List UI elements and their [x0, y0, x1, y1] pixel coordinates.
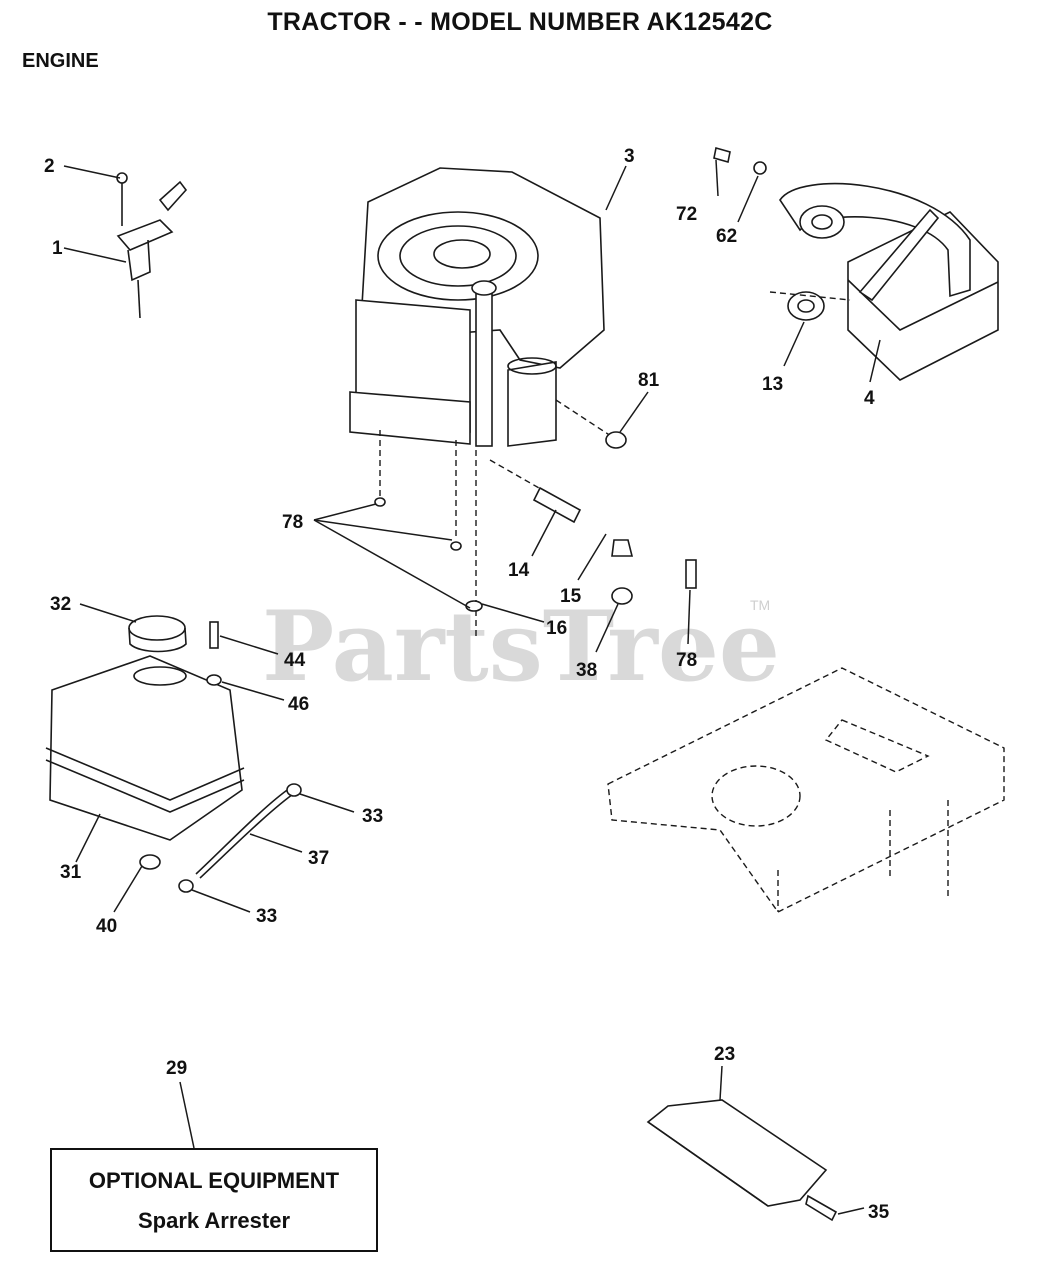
callout-62: 62 [716, 226, 737, 247]
watermark-text: PartsTree [262, 590, 780, 703]
optional-equipment-heading: OPTIONAL EQUIPMENT [88, 1168, 340, 1193]
throttle-control-part[interactable] [116, 172, 188, 319]
callout-35: 35 [868, 1202, 890, 1223]
callout-2: 2 [44, 156, 55, 177]
callout-13: 13 [762, 374, 783, 395]
callout-1: 1 [52, 238, 63, 259]
callout-37: 37 [308, 848, 329, 869]
callout-labels: 2 1 3 72 62 13 4 81 78 14 15 16 38 78 32… [44, 146, 890, 1223]
callout-14: 14 [508, 560, 530, 581]
heat-shield-part[interactable] [646, 1099, 838, 1222]
callout-44: 44 [284, 650, 306, 671]
callout-78-frame: 78 [676, 650, 697, 671]
callout-4: 4 [864, 388, 875, 409]
callout-46: 46 [288, 694, 309, 715]
tractor-frame-part [607, 667, 1005, 913]
callout-33-bottom: 33 [256, 906, 277, 927]
callout-3: 3 [624, 146, 635, 167]
callout-29: 29 [166, 1058, 187, 1079]
watermark-trademark: TM [750, 597, 770, 613]
page-title: TRACTOR - - MODEL NUMBER AK12542C [267, 8, 773, 36]
callout-40: 40 [96, 916, 117, 937]
callout-31: 31 [60, 862, 82, 883]
leader-lines [63, 159, 881, 1215]
callout-32: 32 [50, 594, 71, 615]
fuel-tank-part[interactable] [45, 615, 302, 893]
callout-81: 81 [638, 370, 660, 391]
hardware-parts[interactable] [374, 431, 697, 612]
callout-16: 16 [546, 618, 567, 639]
callout-72: 72 [676, 204, 697, 225]
callout-15: 15 [560, 586, 582, 607]
callout-78-engine: 78 [282, 512, 303, 533]
spark-arrester-label: Spark Arrester [137, 1208, 291, 1233]
engine-part[interactable] [349, 167, 615, 640]
callout-38: 38 [576, 660, 597, 681]
section-heading: ENGINE [22, 50, 99, 72]
callout-33-top: 33 [362, 806, 383, 827]
optional-equipment-box: OPTIONAL EQUIPMENT Spark Arrester [50, 1148, 378, 1252]
muffler-part[interactable] [713, 146, 999, 381]
callout-23: 23 [714, 1044, 735, 1065]
